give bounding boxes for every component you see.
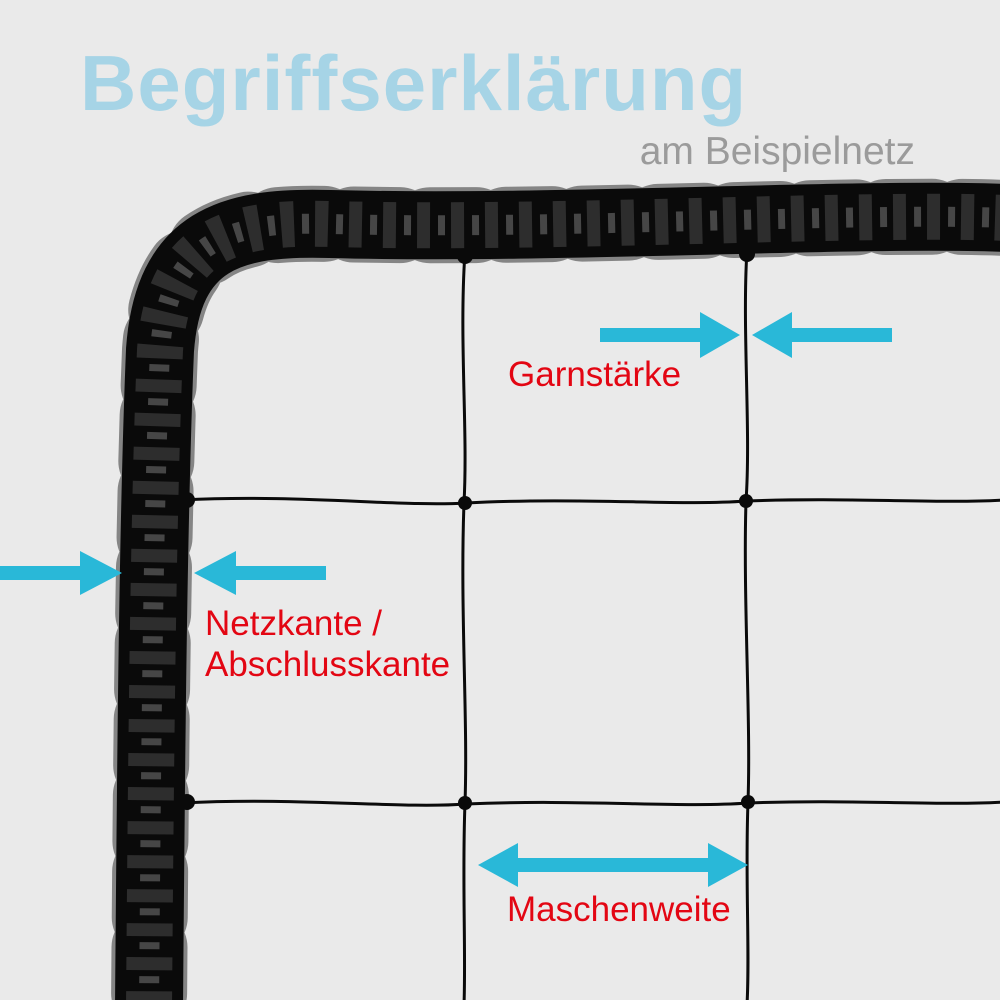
garnstaerke-arrow-right — [752, 312, 892, 358]
maschenweite-arrow — [478, 843, 748, 887]
label-netzkante: Netzkante / Abschlusskante — [205, 603, 450, 685]
net-mesh-line-horizontal-2 — [181, 799, 1000, 807]
label-maschenweite: Maschenweite — [507, 890, 731, 929]
net-mesh-line-vertical-1 — [461, 251, 468, 1000]
label-garnstaerke: Garnstärke — [508, 355, 682, 394]
net-border-rope — [111, 178, 1000, 1000]
label-netzkante-line1: Netzkante / — [205, 604, 383, 643]
label-netzkante-line2: Abschlusskante — [205, 645, 451, 684]
netzkante-arrow-left — [0, 551, 122, 595]
net-mesh-line-vertical-2 — [743, 249, 751, 1000]
rope-texture-highlights — [139, 206, 1000, 1000]
page-subtitle: am Beispielnetz — [639, 130, 915, 173]
net-knot — [458, 496, 472, 510]
page-title: Begriffserklärung — [80, 39, 748, 127]
net-knot — [739, 494, 753, 508]
net-mesh-line-horizontal-1 — [181, 496, 1000, 506]
netzkante-arrows — [0, 551, 326, 595]
rope-texture-strands — [126, 193, 1000, 1000]
garnstaerke-arrows — [600, 312, 892, 358]
netzkante-arrow-right — [194, 551, 326, 595]
garnstaerke-arrow-left — [600, 312, 740, 358]
net-knot — [741, 795, 755, 809]
net-knot — [458, 796, 472, 810]
